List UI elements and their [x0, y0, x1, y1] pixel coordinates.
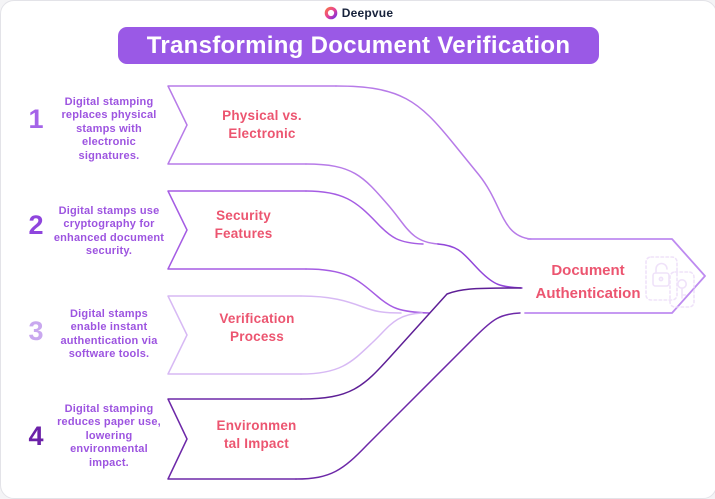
page-title: Transforming Document Verification: [118, 27, 599, 64]
step-2-number: 2: [28, 210, 44, 240]
center-arrow-shape: [524, 238, 706, 314]
step-4-description: Digital stamping reduces paper use, lowe…: [57, 403, 161, 469]
step-2-description: Digital stamps use cryptography for enha…: [53, 205, 165, 258]
step-1-arrow-label: Physical vs. Electronic: [222, 108, 302, 141]
brand-name: Deepvue: [341, 6, 394, 20]
step-1-description: Digital stamping replaces physical stamp…: [61, 96, 157, 162]
step-3-number: 3: [28, 316, 44, 346]
step-3-arrow-label: Verification Process: [219, 311, 295, 344]
step-4-arrow-label: Environmen tal Impact: [216, 418, 297, 451]
document-lock-key-icon: [645, 256, 695, 308]
gradient-ring-icon: [324, 6, 338, 20]
banner-2-shape: [167, 190, 523, 314]
banner-3-shape: [167, 295, 423, 375]
step-3-description: Digital stamps enable instant authentica…: [60, 308, 158, 361]
center-arrow-label: Document Authentication: [535, 262, 641, 303]
step-1-number: 1: [28, 104, 44, 134]
banner-1-shape: [167, 85, 532, 245]
step-2-arrow-label: Security Features: [214, 208, 273, 241]
step-4-number: 4: [28, 421, 44, 451]
brand-logo: Deepvue: [1, 6, 715, 20]
banner-4-shape: [167, 287, 522, 480]
